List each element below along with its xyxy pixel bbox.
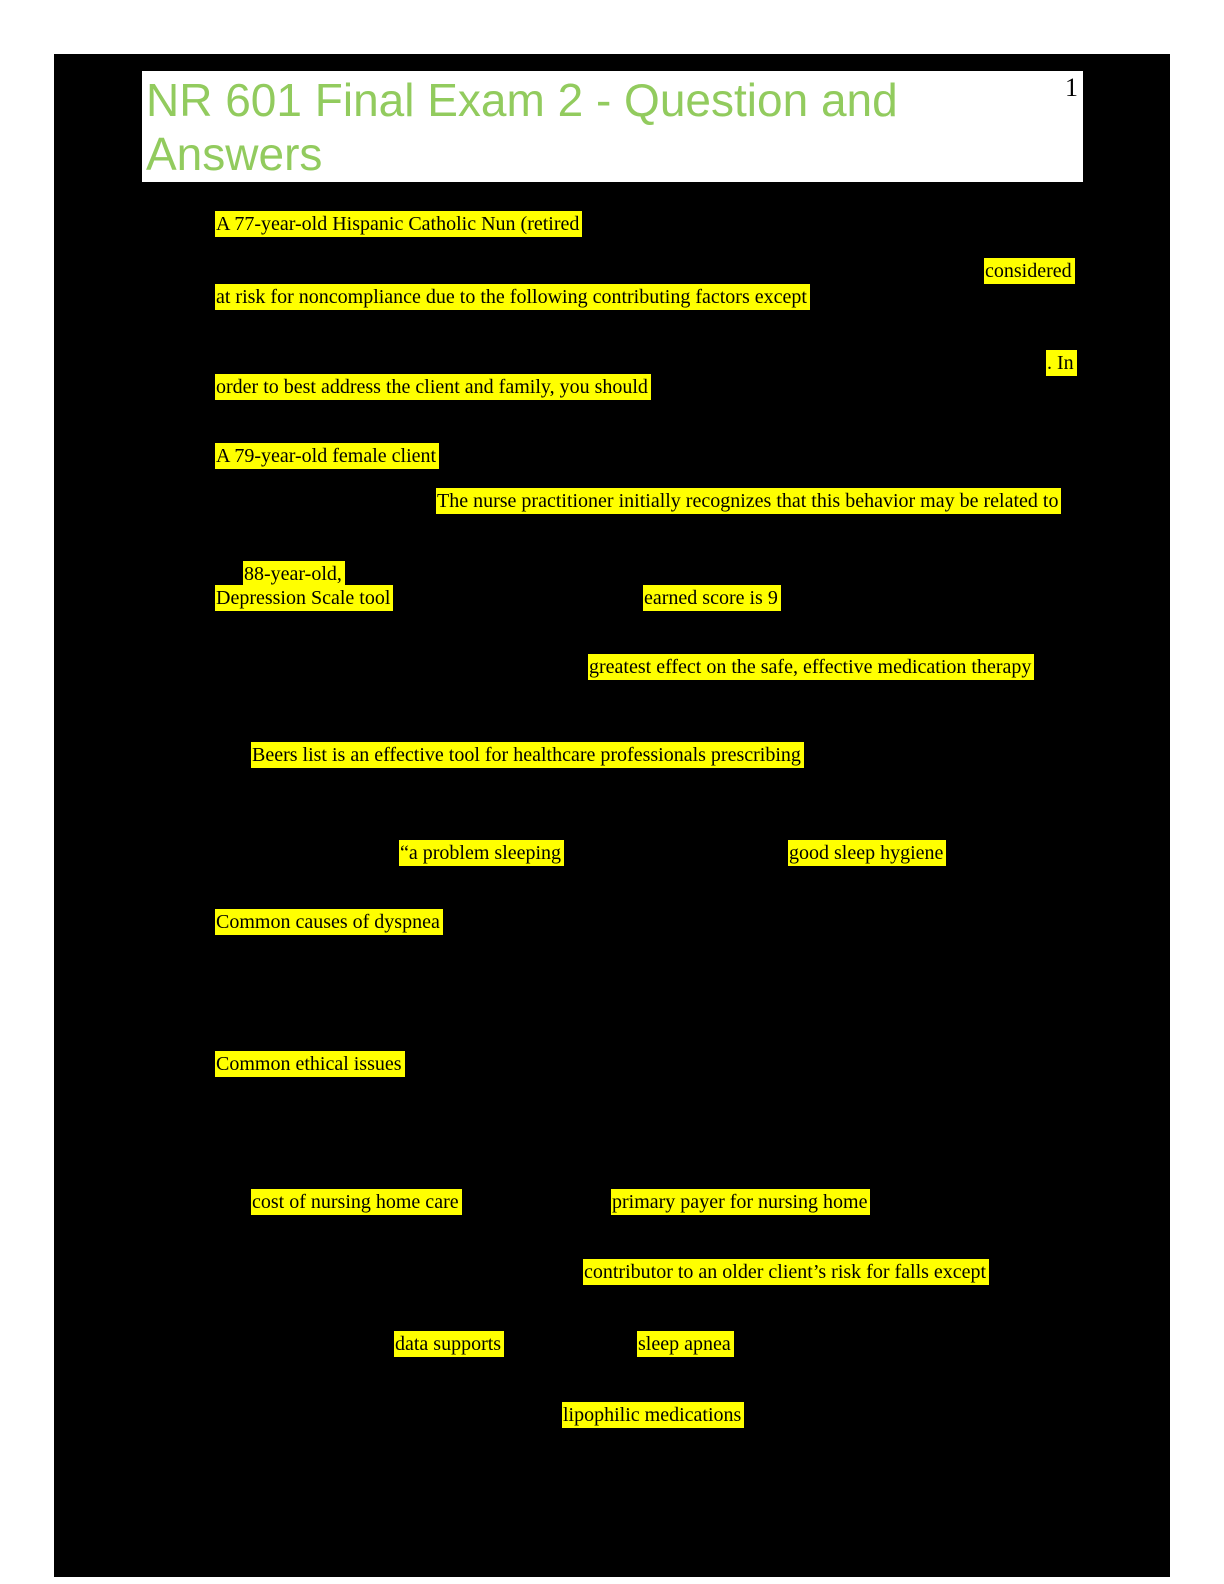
highlighted-text: The nurse practitioner initially recogni… [436, 488, 1062, 514]
highlighted-text: at risk for noncompliance due to the fol… [215, 284, 810, 310]
highlighted-text: lipophilic medications [562, 1402, 745, 1428]
highlighted-text: “a problem sleeping [399, 840, 565, 866]
highlighted-text: A 77-year-old Hispanic Catholic Nun (ret… [215, 211, 583, 237]
highlighted-text: Depression Scale tool [215, 585, 394, 611]
highlighted-text: Beers list is an effective tool for heal… [251, 742, 804, 768]
highlighted-text: considered [984, 258, 1075, 284]
title-banner: NR 601 Final Exam 2 - Question and Answe… [142, 71, 1083, 182]
highlighted-text: A 79-year-old female client [215, 443, 440, 469]
highlighted-text: data supports [394, 1331, 505, 1357]
highlighted-text: Common causes of dyspnea [215, 909, 443, 935]
highlighted-text: cost of nursing home care [251, 1189, 462, 1215]
highlighted-text: sleep apnea [637, 1331, 734, 1357]
highlighted-text: order to best address the client and fam… [215, 374, 651, 400]
highlighted-text: good sleep hygiene [788, 840, 947, 866]
highlighted-text: 88-year-old, [243, 561, 345, 587]
highlighted-text: greatest effect on the safe, effective m… [588, 654, 1035, 680]
document-title: NR 601 Final Exam 2 - Question and Answe… [146, 74, 898, 180]
highlighted-text: Common ethical issues [215, 1051, 405, 1077]
highlighted-text: . In [1046, 350, 1077, 376]
highlighted-text: earned score is 9 [643, 585, 781, 611]
highlighted-text: primary payer for nursing home [611, 1189, 871, 1215]
page-number: 1 [1065, 73, 1078, 102]
highlighted-text: contributor to an older client’s risk fo… [583, 1259, 990, 1285]
